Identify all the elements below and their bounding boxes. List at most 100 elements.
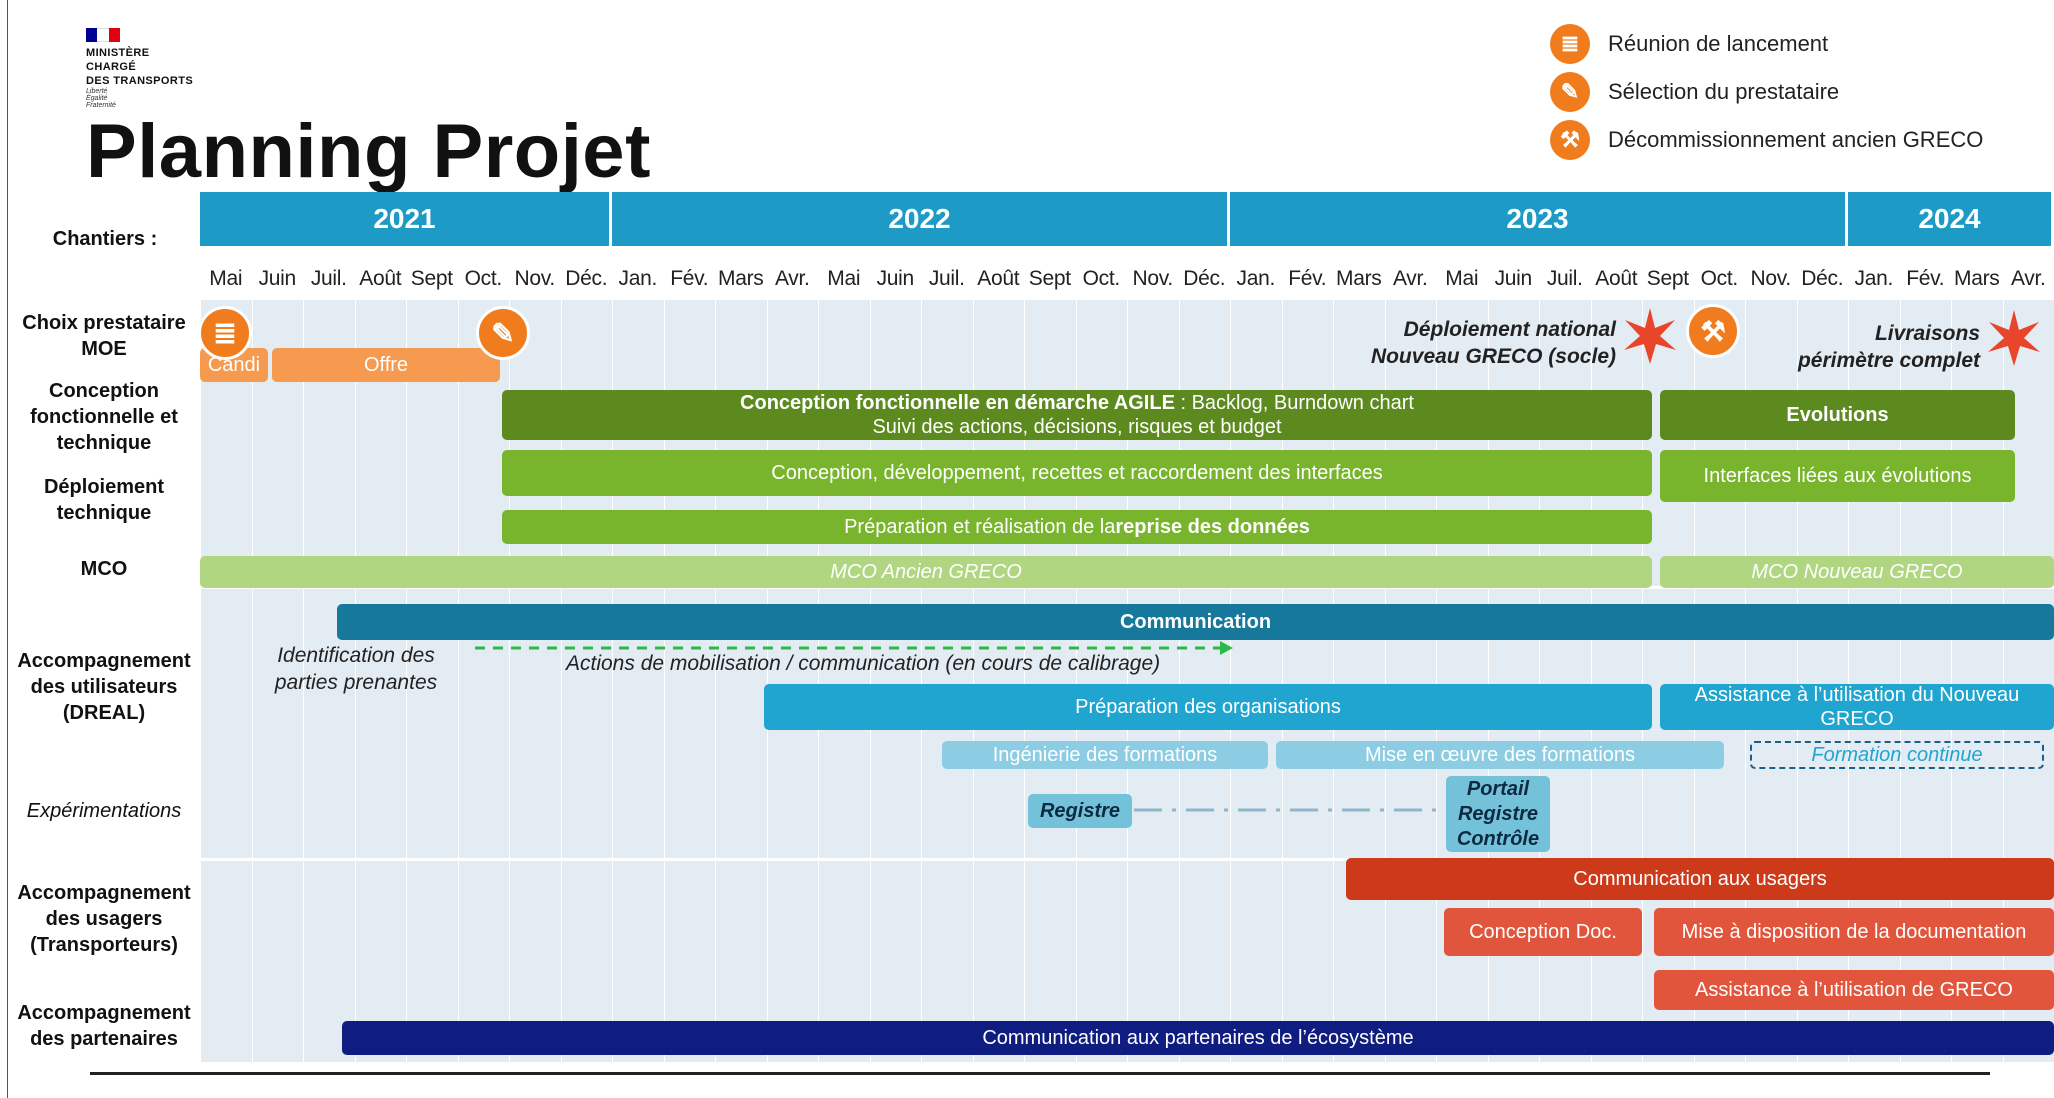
ministry-name: MINISTÈRE CHARGÉ DES TRANSPORTS <box>86 47 194 87</box>
month-gridline <box>251 300 253 1062</box>
month-label: Fév. <box>1906 267 1945 290</box>
month-label: Sept <box>1646 267 1689 290</box>
bar-offre: Offre <box>272 348 500 382</box>
chantiers-label: Chantiers : <box>52 228 158 250</box>
legend-label: Sélection du prestataire <box>1608 79 1840 104</box>
row-label-accompagnement-partenaires: Accompagnement des partenaires <box>17 1002 191 1050</box>
month-label: Mars <box>1954 267 2000 290</box>
row-label-mco: MCO <box>80 558 128 580</box>
bar-conception-doc: Conception Doc. <box>1444 908 1642 956</box>
month-label: Jan. <box>618 267 658 290</box>
legend: ≣ Réunion de lancement ✎ Sélection du pr… <box>1550 20 1983 164</box>
bar-reprise-donnees: Préparation et réalisation de la reprise… <box>502 510 1652 544</box>
bar-formation-continue: Formation continue <box>1750 741 2044 769</box>
bar-preparation-organisations: Préparation des organisations <box>764 684 1652 730</box>
month-label: Mai <box>1445 267 1479 290</box>
month-gridline <box>972 300 974 1062</box>
legend-item-selection: ✎ Sélection du prestataire <box>1550 68 1983 116</box>
row-label-choix: Choix prestataire MOE <box>22 312 186 360</box>
bar-interfaces-evolutions: Interfaces liées aux évolutions <box>1660 450 2015 502</box>
month-gridline <box>1384 300 1386 1062</box>
month-gridline <box>1899 300 1901 1062</box>
month-gridline <box>560 300 562 1062</box>
month-gridline <box>509 300 510 1062</box>
month-gridline <box>303 300 304 1062</box>
month-gridline <box>766 300 768 1062</box>
year-2023: 2023 <box>1230 192 1848 246</box>
row-label-conception: Conception fonctionnelle et technique <box>30 380 178 454</box>
month-label: Juin <box>258 267 297 290</box>
month-gridline <box>1590 300 1592 1062</box>
month-label: Juil. <box>1546 267 1583 290</box>
republic-motto: Liberté Égalité Fraternité <box>86 88 116 109</box>
mobilisation-dashed-arrow <box>475 641 1233 655</box>
month-gridline <box>1848 300 1849 1062</box>
year-2022: 2022 <box>612 192 1230 246</box>
month-label: Juin <box>1494 267 1533 290</box>
month-label: Mars <box>718 267 764 290</box>
month-gridline <box>1075 300 1077 1062</box>
bar-interfaces: Conception, développement, recettes et r… <box>502 450 1652 496</box>
bar-registre: Registre <box>1028 794 1132 828</box>
month-label: Oct. <box>1700 267 1739 290</box>
legend-label: Réunion de lancement <box>1608 31 1829 56</box>
legend-item-reunion: ≣ Réunion de lancement <box>1550 20 1983 68</box>
bar-mco-nouveau: MCO Nouveau GRECO <box>1660 556 2054 588</box>
month-gridline <box>1333 300 1334 1062</box>
french-flag-icon <box>86 28 120 42</box>
month-label: Avr. <box>2010 267 2046 290</box>
ministry-logo: MINISTÈRE CHARGÉ DES TRANSPORTS Liberté … <box>86 28 193 109</box>
bar-conception-agile: Conception fonctionnelle en démarche AGI… <box>502 390 1652 440</box>
clipboard-icon: ≣ <box>1550 24 1590 64</box>
row-label-deploiement: Déploiement technique <box>43 476 165 524</box>
clipboard-icon: ≣ <box>198 306 252 360</box>
month-label: Août <box>977 267 1020 290</box>
month-gridline <box>869 300 871 1062</box>
month-label: Mai <box>209 267 243 290</box>
month-label: Nov. <box>1750 267 1792 290</box>
bar-communication-usagers: Communication aux usagers <box>1346 858 2054 900</box>
month-label: Oct. <box>1082 267 1121 290</box>
bar-communication: Communication <box>337 604 2054 640</box>
year-2021: 2021 <box>200 192 612 246</box>
row-label-experimentations: Expérimentations <box>26 800 182 822</box>
annotation-identification: Identification des parties prenantes <box>274 644 438 694</box>
annotation-deploiement-national: Déploiement national Nouveau GRECO (socl… <box>1370 318 1616 368</box>
row-separator <box>200 858 2054 861</box>
page-title: Planning Projet <box>86 109 651 194</box>
legend-label: Décommissionnement ancien GRECO <box>1608 127 1984 152</box>
month-gridline <box>921 300 922 1062</box>
year-2024: 2024 <box>1848 192 2054 246</box>
month-gridline <box>2002 300 2004 1062</box>
deploiement-star-icon <box>1624 308 1676 364</box>
bar-assistance-nouveau-greco: Assistance à l’utilisation du Nouveau GR… <box>1660 684 2054 730</box>
month-label: Oct. <box>464 267 503 290</box>
month-gridline <box>612 300 613 1062</box>
bar-communication-partenaires: Communication aux partenaires de l’écosy… <box>342 1021 2054 1055</box>
month-gridline <box>1024 300 1025 1062</box>
month-gridline <box>1281 300 1283 1062</box>
month-label: Déc. <box>1801 267 1844 290</box>
pencil-icon: ✎ <box>1550 72 1590 112</box>
month-label: Sept <box>1028 267 1071 290</box>
month-gridline <box>406 300 407 1062</box>
legend-item-decommissionnement: ⚒ Décommissionnement ancien GRECO <box>1550 116 1983 164</box>
month-label: Sept <box>410 267 453 290</box>
month-label: Août <box>1595 267 1638 290</box>
month-label: Avr. <box>774 267 810 290</box>
bar-ingenierie-formations: Ingénierie des formations <box>942 741 1268 769</box>
bottom-rule <box>90 1072 1990 1075</box>
row-label-accompagnement-usagers: Accompagnement des usagers (Transporteur… <box>17 882 191 956</box>
month-gridline <box>1951 300 1952 1062</box>
row-label-accompagnement-utilisateurs: Accompagnement des utilisateurs (DREAL) <box>17 650 191 724</box>
month-label: Juin <box>876 267 915 290</box>
wrench-icon: ⚒ <box>1550 120 1590 160</box>
bar-evolutions: Evolutions <box>1660 390 2015 440</box>
month-gridline <box>354 300 356 1062</box>
month-label: Mai <box>827 267 861 290</box>
bar-mise-a-disposition: Mise à disposition de la documentation <box>1654 908 2054 956</box>
month-label: Août <box>359 267 402 290</box>
month-label: Mars <box>1336 267 1382 290</box>
month-label: Déc. <box>1183 267 1226 290</box>
